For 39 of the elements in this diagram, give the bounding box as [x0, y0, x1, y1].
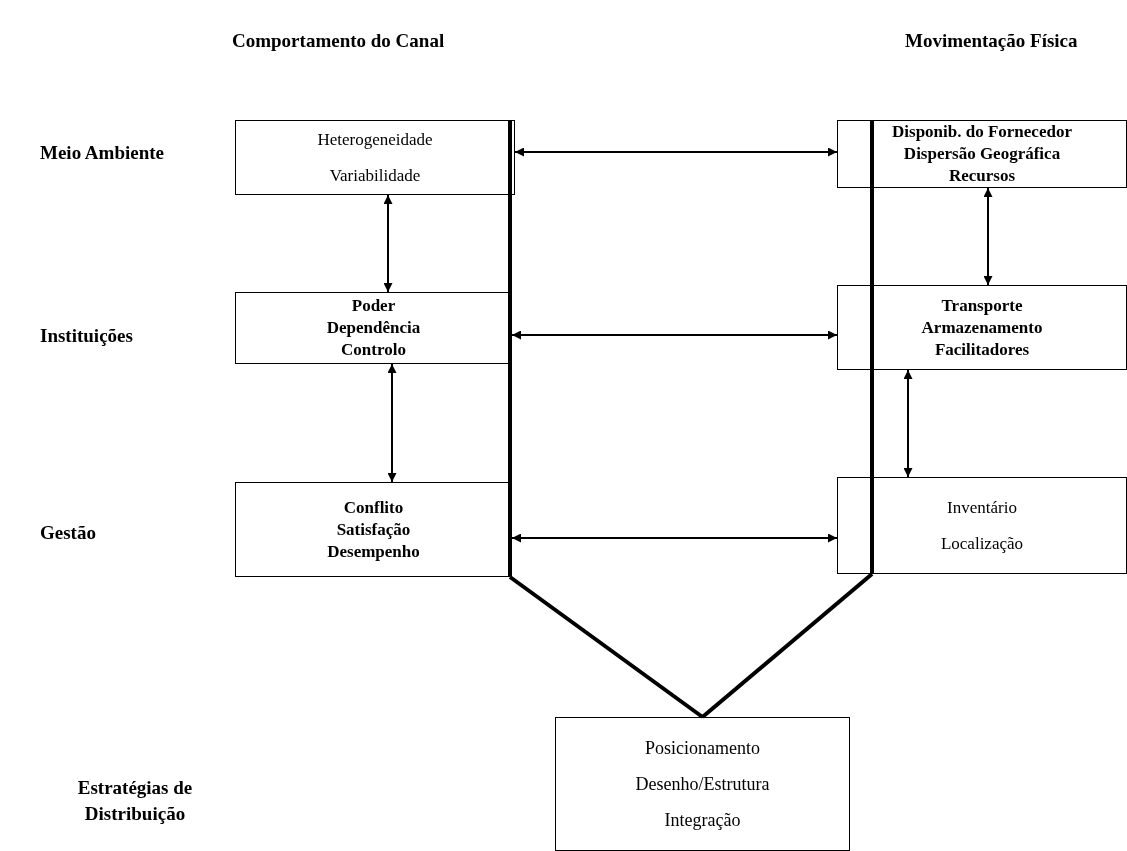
- connector-line: [508, 575, 704, 719]
- process-box: [555, 717, 850, 851]
- box-text: Heterogeneidade: [317, 128, 433, 151]
- box-text: Recursos: [948, 165, 1016, 187]
- process-box: [235, 120, 515, 195]
- box-text: Transporte: [941, 294, 1023, 317]
- process-box: [837, 120, 1127, 188]
- box-text: Dependência: [326, 317, 421, 339]
- box-text: Dispersão Geográfica: [903, 143, 1061, 165]
- box-text: Posicionamento: [645, 737, 760, 759]
- box-text: Facilitadores: [934, 338, 1030, 361]
- double-arrow: [511, 533, 838, 543]
- box-text: Disponib. do Fornecedor: [892, 121, 1072, 143]
- process-box: [837, 477, 1127, 574]
- box-text: Armazenamento: [921, 316, 1043, 339]
- box-text: Inventário: [947, 496, 1017, 519]
- column-heading: Comportamento do Canal: [232, 29, 446, 53]
- box-text: Conflito: [343, 496, 404, 519]
- box-text: Desempenho: [327, 540, 420, 563]
- row-heading: Estratégias de Distribuição: [76, 776, 194, 826]
- row-heading: Gestão: [40, 521, 97, 545]
- box-text: Satisfação: [336, 518, 411, 541]
- box-text: Poder: [351, 295, 396, 317]
- double-arrow: [511, 330, 838, 340]
- box-text: Controlo: [341, 339, 406, 361]
- double-arrow: [514, 147, 838, 157]
- column-heading: Movimentação Física: [905, 29, 1079, 53]
- box-text: Desenho/Estrutura: [635, 773, 770, 795]
- box-text: Variabilidade: [329, 164, 421, 187]
- process-box: [837, 285, 1127, 370]
- double-arrow: [383, 194, 393, 293]
- box-text: Localização: [940, 532, 1024, 555]
- double-arrow: [983, 187, 993, 286]
- row-heading: Meio Ambiente: [40, 141, 165, 165]
- row-heading: Instituições: [40, 324, 134, 348]
- double-arrow: [387, 363, 397, 483]
- double-arrow: [903, 369, 913, 478]
- box-text: Integração: [664, 809, 741, 831]
- connector-line: [701, 572, 874, 719]
